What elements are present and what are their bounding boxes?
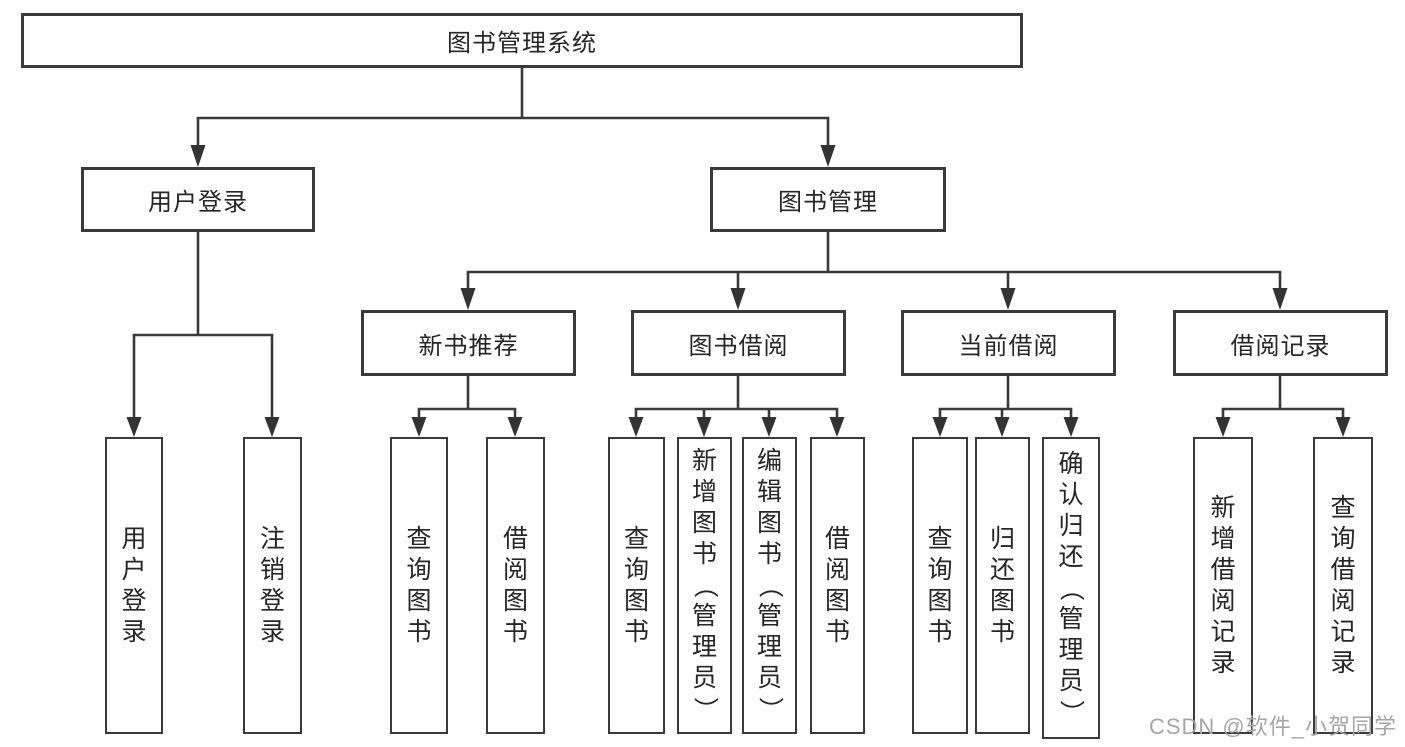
vertical-char: 查	[1330, 493, 1356, 522]
vertical-char: 书	[691, 540, 717, 568]
vertical-char: 理	[1058, 635, 1084, 664]
vertical-char: 书	[756, 540, 782, 568]
vertical-char: 借	[1330, 555, 1356, 584]
vertical-char: 询	[927, 555, 953, 584]
vertical-char: 阅	[824, 555, 850, 584]
leaf-logout: 注销登录	[243, 437, 302, 734]
vertical-char: 书	[927, 617, 953, 646]
vertical-char: 还	[1058, 542, 1084, 571]
vertical-char: 辑	[756, 478, 782, 506]
vertical-char: 用	[121, 524, 147, 553]
vertical-char: 新	[1210, 493, 1236, 522]
vertical-char: 编	[756, 447, 782, 475]
node-book-borrowing: 图书借阅	[631, 310, 846, 376]
leaf-return-books: 归还图书	[975, 437, 1030, 734]
vertical-char: 员	[1058, 666, 1084, 695]
vertical-char: 查	[406, 524, 432, 553]
vertical-char: 管	[756, 602, 782, 630]
vertical-char: 记	[1330, 617, 1356, 646]
leaf-borrow-books-recommend: 借阅图书	[486, 437, 545, 734]
vertical-char: 录	[1210, 648, 1236, 677]
vertical-char: 图	[756, 509, 782, 537]
vertical-char: 借	[824, 524, 850, 553]
vertical-char: 确	[1058, 449, 1084, 478]
vertical-char: 阅	[1330, 586, 1356, 615]
vertical-char: 借	[1210, 555, 1236, 584]
vertical-char: 图	[989, 586, 1015, 615]
vertical-char: 图	[691, 509, 717, 537]
vertical-char: 图	[927, 586, 953, 615]
leaf-add-borrow-record: 新增借阅记录	[1193, 437, 1253, 734]
leaf-query-books-recommend: 查询图书	[390, 437, 448, 734]
vertical-char: 管	[1058, 604, 1084, 633]
vertical-char: 销	[259, 555, 285, 584]
vertical-char: 注	[259, 524, 285, 553]
leaf-query-books-borrowing: 查询图书	[608, 437, 665, 734]
vertical-char: 查	[927, 524, 953, 553]
vertical-char: 图	[502, 586, 528, 615]
vertical-char: ）	[755, 696, 784, 723]
node-user-login: 用户登录	[81, 167, 315, 232]
vertical-char: ）	[1057, 699, 1086, 725]
watermark: CSDN @软件_小贺同学	[1148, 714, 1397, 739]
leaf-add-books-admin: 新增图书 （ 管理员 ）	[677, 437, 732, 734]
leaf-edit-books-admin: 编辑图书 （ 管理员 ）	[742, 437, 797, 734]
vertical-char: 借	[502, 524, 528, 553]
vertical-char: 还	[989, 555, 1015, 584]
vertical-char: 登	[121, 586, 147, 615]
vertical-char: 图	[406, 586, 432, 615]
leaf-confirm-return-admin: 确认归还 （ 管理员 ）	[1042, 437, 1100, 739]
vertical-char: 图	[623, 586, 649, 615]
vertical-char: 询	[1330, 524, 1356, 553]
vertical-char: （	[1057, 575, 1086, 601]
vertical-char: 增	[1210, 524, 1236, 553]
vertical-char: 书	[623, 617, 649, 646]
vertical-char: 录	[1330, 648, 1356, 677]
vertical-char: 户	[121, 555, 147, 584]
leaf-user-login: 用户登录	[105, 437, 163, 734]
vertical-char: 录	[259, 617, 285, 646]
vertical-char: 查	[623, 524, 649, 553]
vertical-char: 员	[756, 664, 782, 692]
node-root: 图书管理系统	[21, 13, 1023, 68]
vertical-char: 增	[691, 478, 717, 506]
vertical-char: （	[755, 572, 784, 599]
node-new-book-recommend: 新书推荐	[361, 310, 576, 376]
vertical-char: 阅	[502, 555, 528, 584]
leaf-query-books-current: 查询图书	[912, 437, 968, 734]
vertical-char: 归	[989, 524, 1015, 553]
vertical-char: 管	[691, 602, 717, 630]
leaf-borrow-books-borrowing: 借阅图书	[810, 437, 865, 734]
leaf-query-borrow-record: 查询借阅记录	[1313, 437, 1373, 734]
vertical-char: 认	[1058, 480, 1084, 509]
node-current-borrowing: 当前借阅	[901, 310, 1116, 376]
vertical-char: 图	[824, 586, 850, 615]
vertical-char: 录	[121, 617, 147, 646]
vertical-char: ）	[690, 696, 719, 723]
vertical-char: 阅	[1210, 586, 1236, 615]
node-book-management: 图书管理	[710, 167, 946, 232]
vertical-char: （	[690, 572, 719, 599]
vertical-char: 书	[824, 617, 850, 646]
vertical-char: 员	[691, 664, 717, 692]
vertical-char: 书	[989, 617, 1015, 646]
vertical-char: 询	[406, 555, 432, 584]
vertical-char: 记	[1210, 617, 1236, 646]
vertical-char: 询	[623, 555, 649, 584]
vertical-char: 归	[1058, 511, 1084, 540]
vertical-char: 书	[406, 617, 432, 646]
vertical-char: 理	[691, 633, 717, 661]
vertical-char: 理	[756, 633, 782, 661]
vertical-char: 新	[691, 447, 717, 475]
node-borrowing-records: 借阅记录	[1173, 310, 1388, 376]
vertical-char: 登	[259, 586, 285, 615]
vertical-char: 书	[502, 617, 528, 646]
